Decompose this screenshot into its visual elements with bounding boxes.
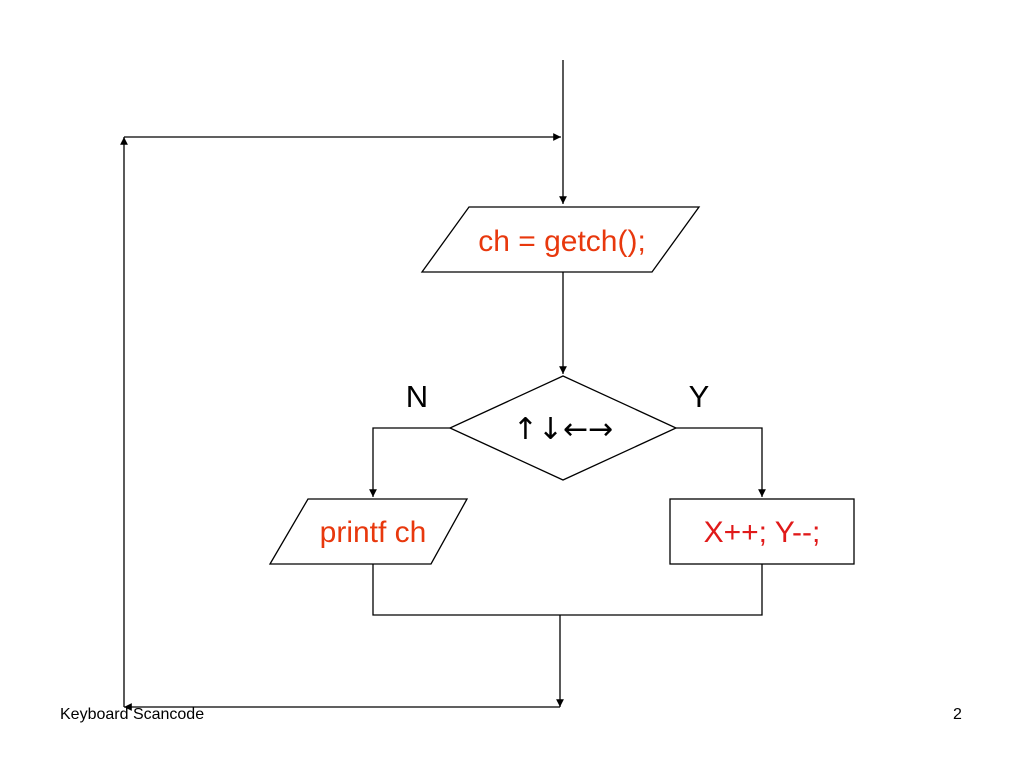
no-branch-connector: [369, 427, 450, 497]
print-step-shape: [268, 498, 469, 565]
update-step-text: X++; Y--;: [704, 516, 821, 549]
yes-branch-label: Y: [689, 379, 710, 414]
update-step-shape: [669, 498, 855, 565]
yes-branch-connector: [676, 427, 766, 497]
merge-connector: [372, 564, 763, 616]
print-step-text: printf ch: [320, 516, 427, 549]
input-step-text: ch = getch();: [478, 225, 646, 258]
decision-shape: [448, 375, 678, 481]
slide-footer-title: Keyboard Scancode: [60, 706, 205, 723]
decision-arrow-keys: ↑↓←→: [513, 412, 614, 447]
input-step-shape: [420, 206, 701, 273]
slide-page-number: 2: [953, 706, 962, 723]
no-branch-label: N: [406, 379, 428, 414]
